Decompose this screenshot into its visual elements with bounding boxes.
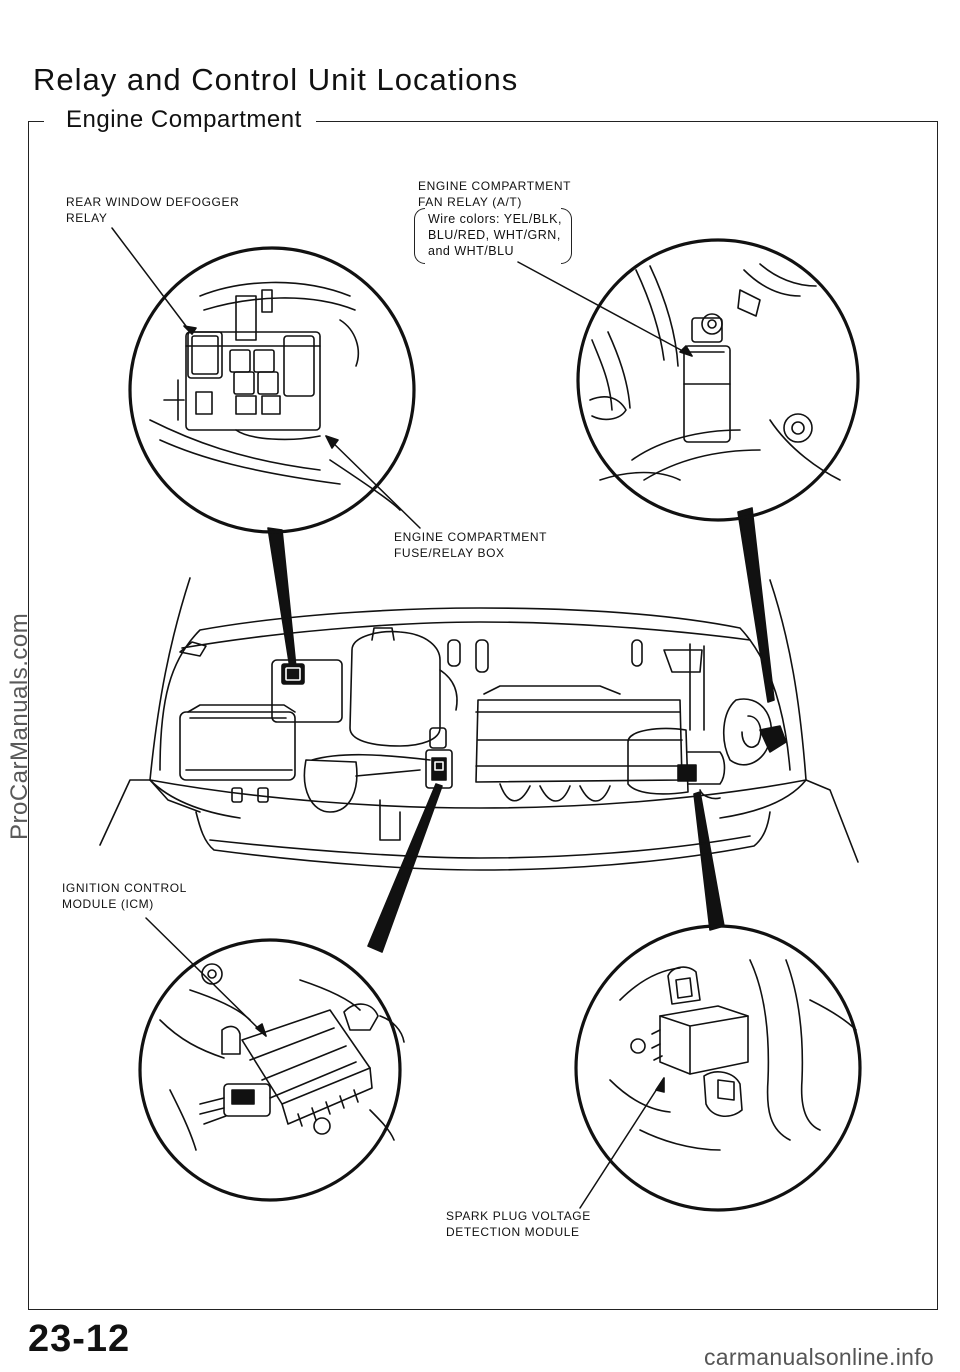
wire-colors-line3: and WHT/BLU xyxy=(428,244,515,258)
car-body xyxy=(99,577,859,871)
label-ignition-control-module: IGNITION CONTROL MODULE (ICM) xyxy=(62,880,187,912)
leader-spark xyxy=(579,1077,665,1209)
wire-colors-line1: Wire colors: YEL/BLK, xyxy=(428,212,562,226)
detail-circle-icm xyxy=(138,938,405,1202)
label-defogger-line2: RELAY xyxy=(66,211,108,225)
label-fan-relay-line2: FAN RELAY (A/T) xyxy=(418,195,522,209)
watermark-bottom: carmanualsonline.info xyxy=(703,1344,934,1370)
wire-note-bracket-right xyxy=(561,208,572,264)
label-spark-line2: DETECTION MODULE xyxy=(446,1225,580,1239)
leader-fan-relay-arrow xyxy=(679,345,693,357)
leader-defogger xyxy=(111,227,193,335)
label-defogger-line1: REAR WINDOW DEFOGGER xyxy=(66,195,240,209)
section-heading: Engine Compartment xyxy=(58,106,310,134)
wedge-fan-relay xyxy=(737,507,775,703)
frame-top-right xyxy=(316,121,938,122)
label-spark-line1: SPARK PLUG VOLTAGE xyxy=(446,1209,591,1223)
detail-circle-fuse-box xyxy=(128,246,416,534)
detail-circle-fan-relay xyxy=(576,238,860,522)
frame-top-left xyxy=(28,121,44,122)
leader-icm xyxy=(145,917,267,1037)
watermark-left: ProCarManuals.com xyxy=(6,612,33,840)
leader-fan-relay xyxy=(517,261,693,357)
label-engine-compartment-fan-relay: ENGINE COMPARTMENT FAN RELAY (A/T) xyxy=(418,178,571,210)
label-engine-compartment-fuse-relay-box: ENGINE COMPARTMENT FUSE/RELAY BOX xyxy=(394,529,547,561)
page-title: Relay and Control Unit Locations xyxy=(33,62,519,97)
leader-spark-arrow xyxy=(655,1077,665,1093)
section-frame xyxy=(28,121,938,1310)
wedge-fuse-box xyxy=(267,527,297,669)
leader-fuse-box xyxy=(325,435,421,529)
leader-icm-arrow xyxy=(255,1023,267,1037)
label-rear-window-defogger-relay: REAR WINDOW DEFOGGER RELAY xyxy=(66,194,239,226)
leader-fuse-box-arrow xyxy=(325,435,339,449)
page-number: 23-12 xyxy=(28,1318,131,1360)
wire-colors-line2: BLU/RED, WHT/GRN, xyxy=(428,228,561,242)
label-icm-line2: MODULE (ICM) xyxy=(62,897,154,911)
label-icm-line1: IGNITION CONTROL xyxy=(62,881,187,895)
label-fuse-box-line1: ENGINE COMPARTMENT xyxy=(394,530,548,544)
label-fan-relay-line1: ENGINE COMPARTMENT xyxy=(418,179,572,193)
leader-defogger-arrow xyxy=(183,325,197,335)
label-spark-plug-voltage-detection-module: SPARK PLUG VOLTAGE DETECTION MODULE xyxy=(446,1208,591,1240)
detail-circle-spark-module xyxy=(574,924,862,1212)
wedge-spark xyxy=(693,791,725,931)
label-fuse-box-line2: FUSE/RELAY BOX xyxy=(394,546,505,560)
wire-colors-note: Wire colors: YEL/BLK, BLU/RED, WHT/GRN, … xyxy=(420,211,570,259)
